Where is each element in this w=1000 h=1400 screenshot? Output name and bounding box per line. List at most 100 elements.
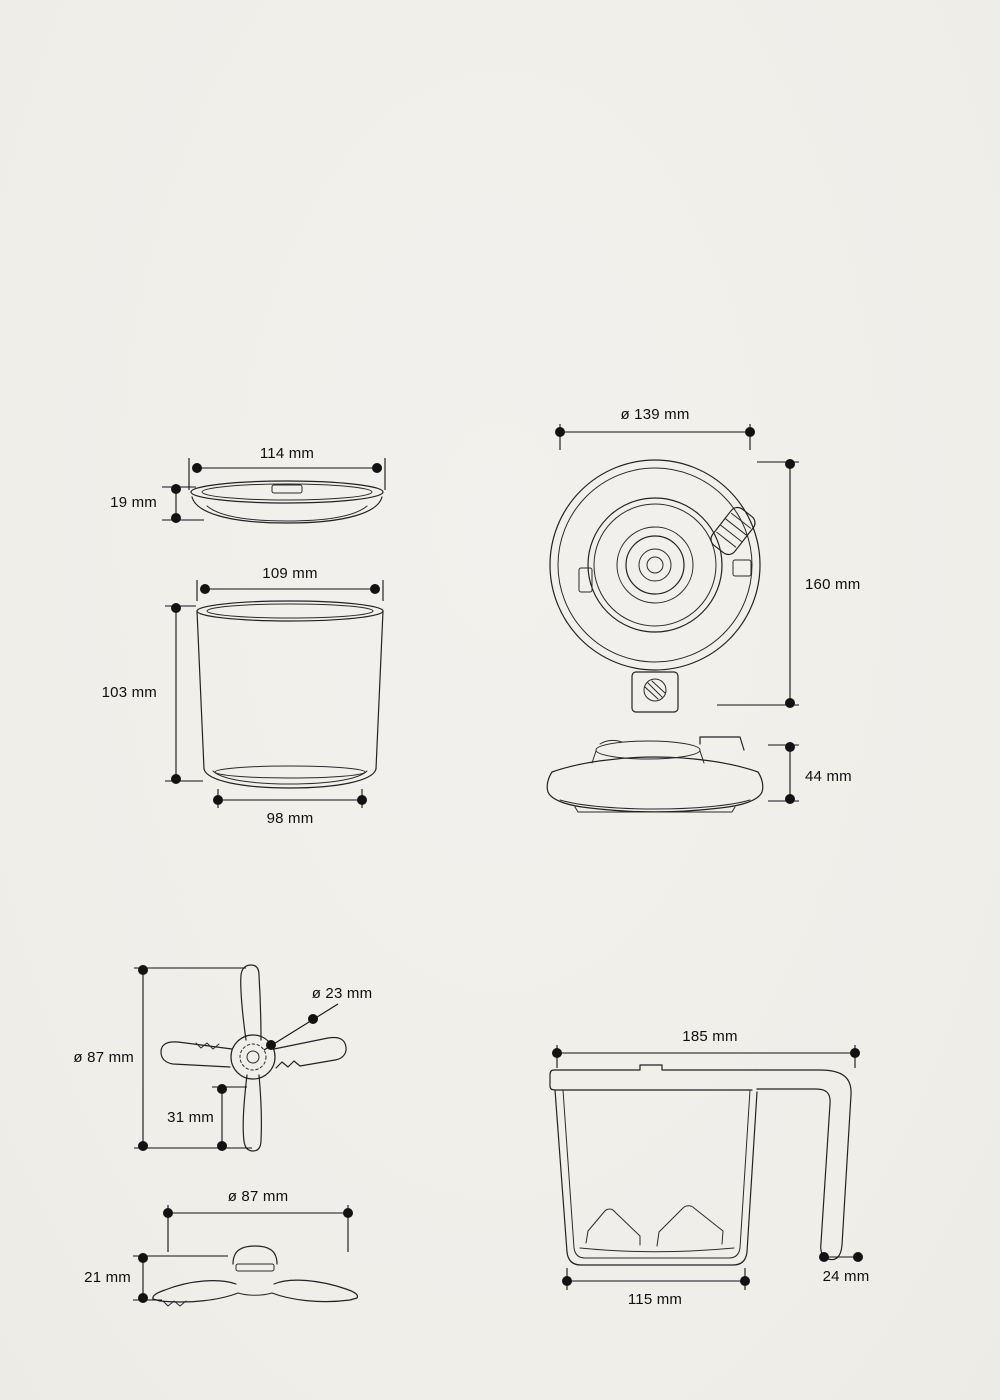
- blade-cap-collar: [235, 1263, 275, 1272]
- motor-side-body: [546, 771, 764, 813]
- blade-side-diameter-label: ø 87 mm: [228, 1188, 289, 1205]
- motor-side-foot: [574, 806, 736, 813]
- screw-hatch: [647, 682, 663, 698]
- motor-hub-center: [646, 556, 664, 574]
- lid-knob: [271, 484, 303, 494]
- motor-side-drawing: [546, 736, 764, 813]
- jug-rim-top: [553, 1064, 758, 1071]
- blade-hub-diameter-label: ø 23 mm: [312, 985, 373, 1002]
- bowl-bottom-dimension: 98 mm: [213, 789, 367, 827]
- blade-hub-center: [246, 1050, 260, 1064]
- blade-center-body: [237, 1292, 273, 1296]
- lid-skirt: [191, 496, 383, 524]
- blade-left-serration: [162, 1300, 187, 1307]
- blade-hub: [230, 1034, 276, 1080]
- dimension-dot: [370, 584, 380, 594]
- bowl-left-wall: [196, 610, 205, 770]
- dimension-dot: [357, 795, 367, 805]
- blade-arm-right: [273, 1036, 347, 1069]
- motor-top-length-dimension: 160 mm: [717, 459, 860, 708]
- dimension-dot: [740, 1276, 750, 1286]
- motor-side-skirt: [559, 799, 751, 810]
- motor-thumbwheel: [710, 506, 756, 556]
- jug-body-outer: [554, 1089, 758, 1266]
- blade-side-height-label: 21 mm: [84, 1269, 131, 1286]
- motor-top-diameter-dimension: ø 139 mm: [555, 406, 755, 450]
- thumbwheel-rib: [720, 524, 742, 542]
- motor-base-side-figure: 44 mm: [546, 736, 852, 813]
- plateau-sides: [591, 750, 705, 764]
- blade-arm-left-serration: [195, 1042, 220, 1050]
- lid-drawing: [190, 480, 384, 524]
- dimension-dot: [343, 1208, 353, 1218]
- bowl-height-dimension: 103 mm: [102, 603, 203, 784]
- bowl-rim-inner: [206, 603, 374, 619]
- dimension-dot: [138, 965, 148, 975]
- bowl-drawing: [196, 600, 384, 789]
- blade-arm-left: [160, 1041, 233, 1068]
- screw-hatch: [651, 680, 666, 694]
- blade-side-diameter-dimension: ø 87 mm: [163, 1188, 353, 1252]
- dimension-dot: [163, 1208, 173, 1218]
- dimension-dot: [555, 427, 565, 437]
- thumbwheel-rib: [725, 518, 747, 536]
- dimension-dot: [138, 1253, 148, 1263]
- dimension-dot: [200, 584, 210, 594]
- blade-cap: [232, 1245, 278, 1265]
- jug-rim: [549, 1069, 753, 1091]
- thumbwheel-rib: [731, 512, 751, 529]
- blade-top-drawing: [160, 964, 347, 1152]
- blade-side-figure: ø 87 mm 21 mm: [84, 1188, 359, 1307]
- lid-top-edge: [190, 480, 384, 504]
- jug-paddle-left: [585, 1208, 641, 1246]
- lid-skirt-inner: [206, 505, 368, 522]
- dimension-dot: [785, 794, 795, 804]
- dimension-dot: [171, 774, 181, 784]
- blade-right-wing: [271, 1279, 359, 1303]
- blade-side-height-dimension: 21 mm: [84, 1253, 228, 1303]
- motor-left-notch: [578, 567, 593, 593]
- dimension-dot: [138, 1293, 148, 1303]
- bowl-top-diameter-label: 109 mm: [262, 565, 317, 582]
- thumbwheel-body: [710, 506, 756, 556]
- jug-width-label: 185 mm: [682, 1028, 737, 1045]
- blade-left-wing: [152, 1280, 239, 1303]
- jug-floor: [579, 1247, 735, 1253]
- lid-figure: 114 mm 19 mm: [110, 445, 386, 524]
- lid-inner-rim: [201, 483, 373, 501]
- blade-hub-height-label: 31 mm: [167, 1109, 214, 1126]
- bowl-right-wall: [375, 610, 384, 770]
- motor-side-clip: [699, 736, 745, 751]
- jug-drawing: [549, 1064, 852, 1266]
- dimension-dot: [850, 1048, 860, 1058]
- motor-hub-ring-2: [625, 535, 685, 595]
- lid-height-label: 19 mm: [110, 494, 157, 511]
- dimension-dot: [192, 463, 202, 473]
- blade-arm-up: [240, 964, 262, 1041]
- motor-mid-circle-inner: [593, 503, 717, 627]
- dimension-dot: [745, 427, 755, 437]
- jug-body-inner: [562, 1089, 751, 1259]
- bowl-bottom-inner: [212, 770, 368, 785]
- jug-handle-width-label: 24 mm: [823, 1268, 870, 1285]
- dimension-dot: [266, 1040, 276, 1050]
- motor-outer-circle: [549, 459, 761, 671]
- jug-width-dimension: 185 mm: [552, 1028, 860, 1068]
- motor-outer-circle-inner: [557, 467, 753, 663]
- motor-side-bump: [599, 739, 623, 745]
- motor-bottom-tab: [631, 671, 679, 713]
- dimension-dot: [853, 1252, 863, 1262]
- motor-latch: [732, 559, 752, 577]
- screw-hatch: [644, 686, 659, 700]
- blade-hub-knurl: [239, 1043, 267, 1071]
- bowl-height-label: 103 mm: [102, 684, 157, 701]
- blade-side-drawing: [152, 1245, 359, 1307]
- blade-top-figure: ø 87 mm ø 23 mm 31 mm: [73, 964, 373, 1152]
- motor-side-plateau: [595, 740, 701, 760]
- dimension-dot: [171, 484, 181, 494]
- blade-hub-diameter-dimension: ø 23 mm: [263, 985, 373, 1051]
- dimension-dot: [562, 1276, 572, 1286]
- dimension-dot: [217, 1141, 227, 1151]
- jug-base-dimension: 115 mm: [562, 1268, 750, 1308]
